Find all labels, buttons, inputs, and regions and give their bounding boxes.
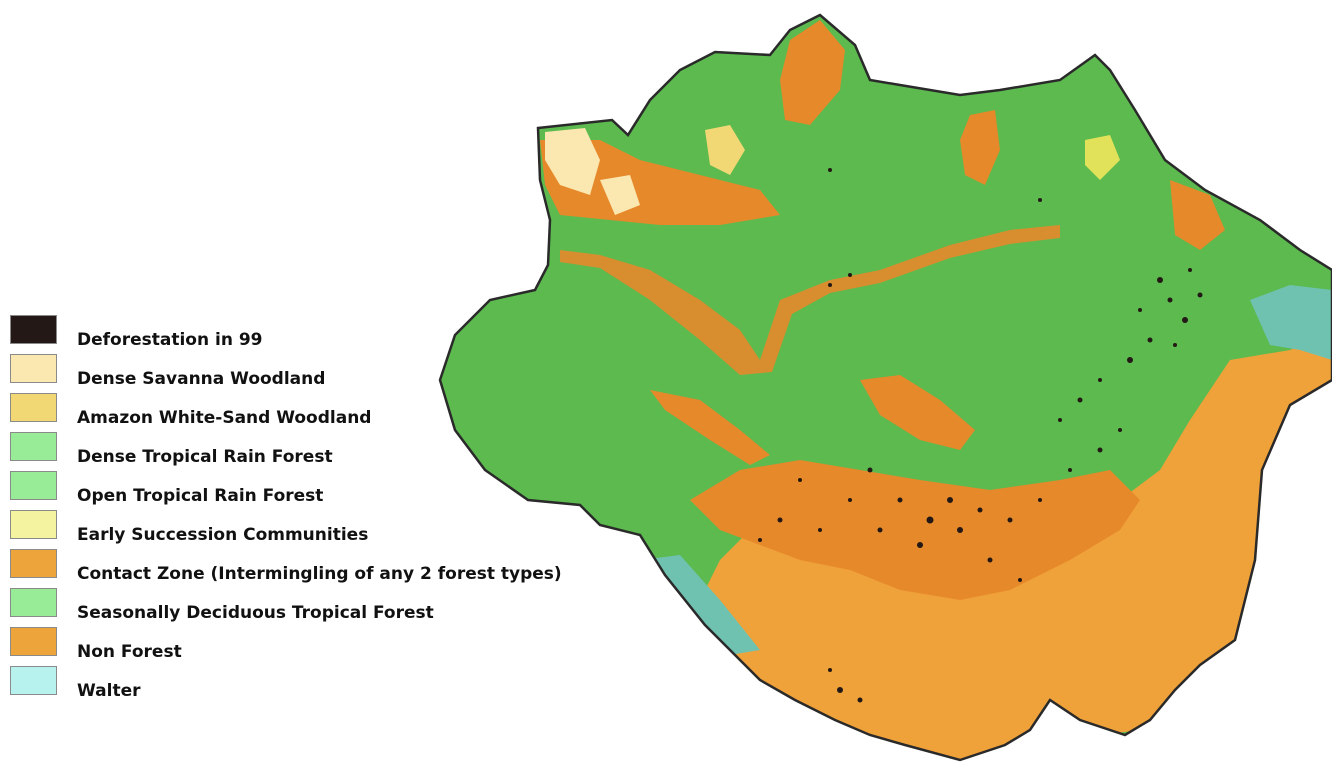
legend-swatch bbox=[10, 432, 57, 461]
legend-swatch bbox=[10, 393, 57, 422]
legend-item: Contact Zone (Intermingling of any 2 for… bbox=[10, 549, 710, 588]
contact-zone-south bbox=[690, 460, 1140, 600]
legend: Deforestation in 99 Dense Savanna Woodlan… bbox=[10, 315, 710, 705]
legend-item: Seasonally Deciduous Tropical Forest bbox=[10, 588, 710, 627]
dense-savanna-patch bbox=[545, 128, 600, 195]
legend-item: Amazon White-Sand Woodland bbox=[10, 393, 710, 432]
legend-label: Dense Savanna Woodland bbox=[77, 369, 326, 389]
legend-label: Early Succession Communities bbox=[77, 525, 369, 545]
legend-label: Deforestation in 99 bbox=[77, 330, 263, 350]
legend-swatch bbox=[10, 666, 57, 695]
legend-item: Early Succession Communities bbox=[10, 510, 710, 549]
legend-item: Dense Tropical Rain Forest bbox=[10, 432, 710, 471]
dense-savanna-patch-2 bbox=[600, 175, 640, 215]
white-sand-patch bbox=[705, 125, 745, 175]
contact-zone-east bbox=[1170, 180, 1225, 250]
legend-swatch bbox=[10, 627, 57, 656]
legend-item: Open Tropical Rain Forest bbox=[10, 471, 710, 510]
contact-zone-northeast bbox=[960, 110, 1000, 185]
legend-item: Non Forest bbox=[10, 627, 710, 666]
legend-swatch bbox=[10, 588, 57, 617]
legend-label: Open Tropical Rain Forest bbox=[77, 486, 324, 506]
contact-zone-northwest bbox=[540, 140, 780, 225]
legend-label: Amazon White-Sand Woodland bbox=[77, 408, 372, 428]
legend-item: Deforestation in 99 bbox=[10, 315, 710, 354]
legend-label: Seasonally Deciduous Tropical Forest bbox=[77, 603, 434, 623]
deforestation-dots bbox=[758, 168, 1203, 703]
legend-swatch bbox=[10, 354, 57, 383]
contact-zone-north bbox=[780, 20, 845, 125]
water-area-east bbox=[1250, 285, 1332, 360]
contact-zone-west-strip bbox=[650, 390, 770, 465]
early-succession-patch bbox=[1085, 135, 1120, 180]
legend-swatch bbox=[10, 315, 57, 344]
legend-swatch bbox=[10, 510, 57, 539]
region-border bbox=[438, 13, 1332, 762]
contact-zone-central bbox=[860, 375, 975, 450]
legend-label: Walter bbox=[77, 681, 141, 701]
legend-swatch bbox=[10, 549, 57, 578]
legend-swatch bbox=[10, 471, 57, 500]
river-corridor bbox=[560, 225, 1060, 375]
legend-item: Dense Savanna Woodland bbox=[10, 354, 710, 393]
legend-label: Non Forest bbox=[77, 642, 182, 662]
legend-label: Contact Zone (Intermingling of any 2 for… bbox=[77, 564, 562, 584]
legend-item: Walter bbox=[10, 666, 710, 705]
legend-label: Dense Tropical Rain Forest bbox=[77, 447, 333, 467]
